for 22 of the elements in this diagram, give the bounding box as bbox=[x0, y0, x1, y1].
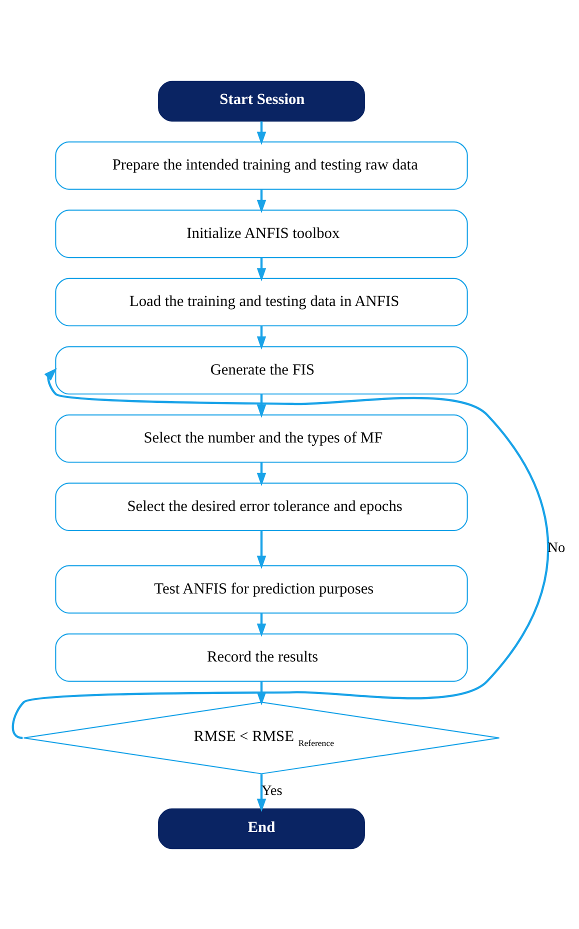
arrow bbox=[256, 188, 266, 213]
arrow bbox=[256, 530, 266, 569]
arrow bbox=[256, 394, 266, 418]
node-box: Test ANFIS for prediction purposes bbox=[55, 564, 468, 614]
node-box: Prepare the intended training and testing raw data bbox=[55, 140, 468, 190]
node-box: Record the results bbox=[55, 632, 468, 682]
arrow bbox=[256, 462, 266, 486]
node-box: Start Session bbox=[158, 80, 365, 122]
node-box: Select the desired error tolerance and epochs bbox=[55, 482, 468, 531]
arrow bbox=[12, 367, 549, 738]
arrow bbox=[256, 680, 266, 705]
arrow bbox=[256, 120, 266, 145]
node-box: End bbox=[158, 808, 365, 849]
node-box: Select the number and the types of MF bbox=[55, 414, 468, 462]
node-box: Initialize ANFIS toolbox bbox=[55, 209, 468, 258]
arrow bbox=[256, 612, 266, 636]
node-diamond: RMSE < RMSE $_{Reference}$ bbox=[23, 701, 500, 774]
arrow bbox=[256, 257, 266, 281]
arrow bbox=[256, 325, 266, 350]
node-box: Generate the FIS bbox=[55, 346, 468, 394]
node-box: Load the training and testing data in ANFIS bbox=[55, 277, 468, 326]
arrow bbox=[256, 774, 266, 812]
